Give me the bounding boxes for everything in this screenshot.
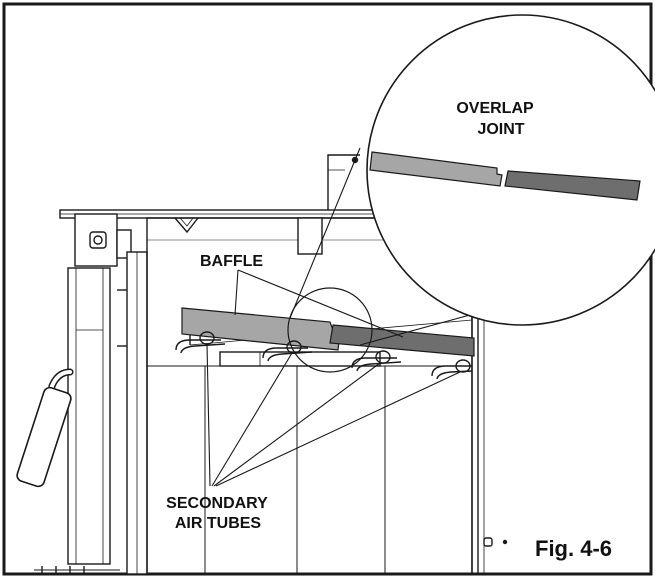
door (67, 267, 111, 565)
handle-grip (16, 386, 72, 488)
detail-left-board (369, 151, 503, 187)
hinge-block (74, 213, 118, 267)
figure-number: Fig. 4-6 (535, 536, 612, 561)
air-tube-1 (175, 331, 226, 354)
baffle-leader (234, 269, 239, 316)
secondary-air-tubes (175, 331, 473, 380)
air-tube-4 (431, 359, 473, 380)
overlap-joint-label-line2: JOINT (477, 121, 524, 138)
stove-structure (16, 154, 508, 575)
baffle-right-board (329, 324, 475, 357)
upper-housing (327, 154, 360, 210)
secondary-air-tubes-label-line2: AIR TUBES (175, 515, 262, 532)
magnifier-circle (366, 14, 655, 326)
baffle-label: BAFFLE (200, 253, 263, 270)
baffle (181, 307, 475, 357)
leader-lines (206, 269, 461, 487)
magnified-detail (366, 14, 655, 326)
detail-right-board (504, 170, 641, 201)
joint-highlight-circle (287, 287, 373, 373)
air-tube-2 (262, 340, 313, 362)
tube-leader-3 (213, 362, 381, 487)
tube-leader-4 (215, 371, 461, 487)
secondary-air-tubes-label-line1: SECONDARY (166, 495, 268, 512)
overlap-joint-label-line1: OVERLAP (456, 100, 534, 117)
tube-leader-2 (211, 352, 293, 487)
tube-leader-1 (206, 343, 211, 487)
top-bracket (174, 217, 199, 234)
